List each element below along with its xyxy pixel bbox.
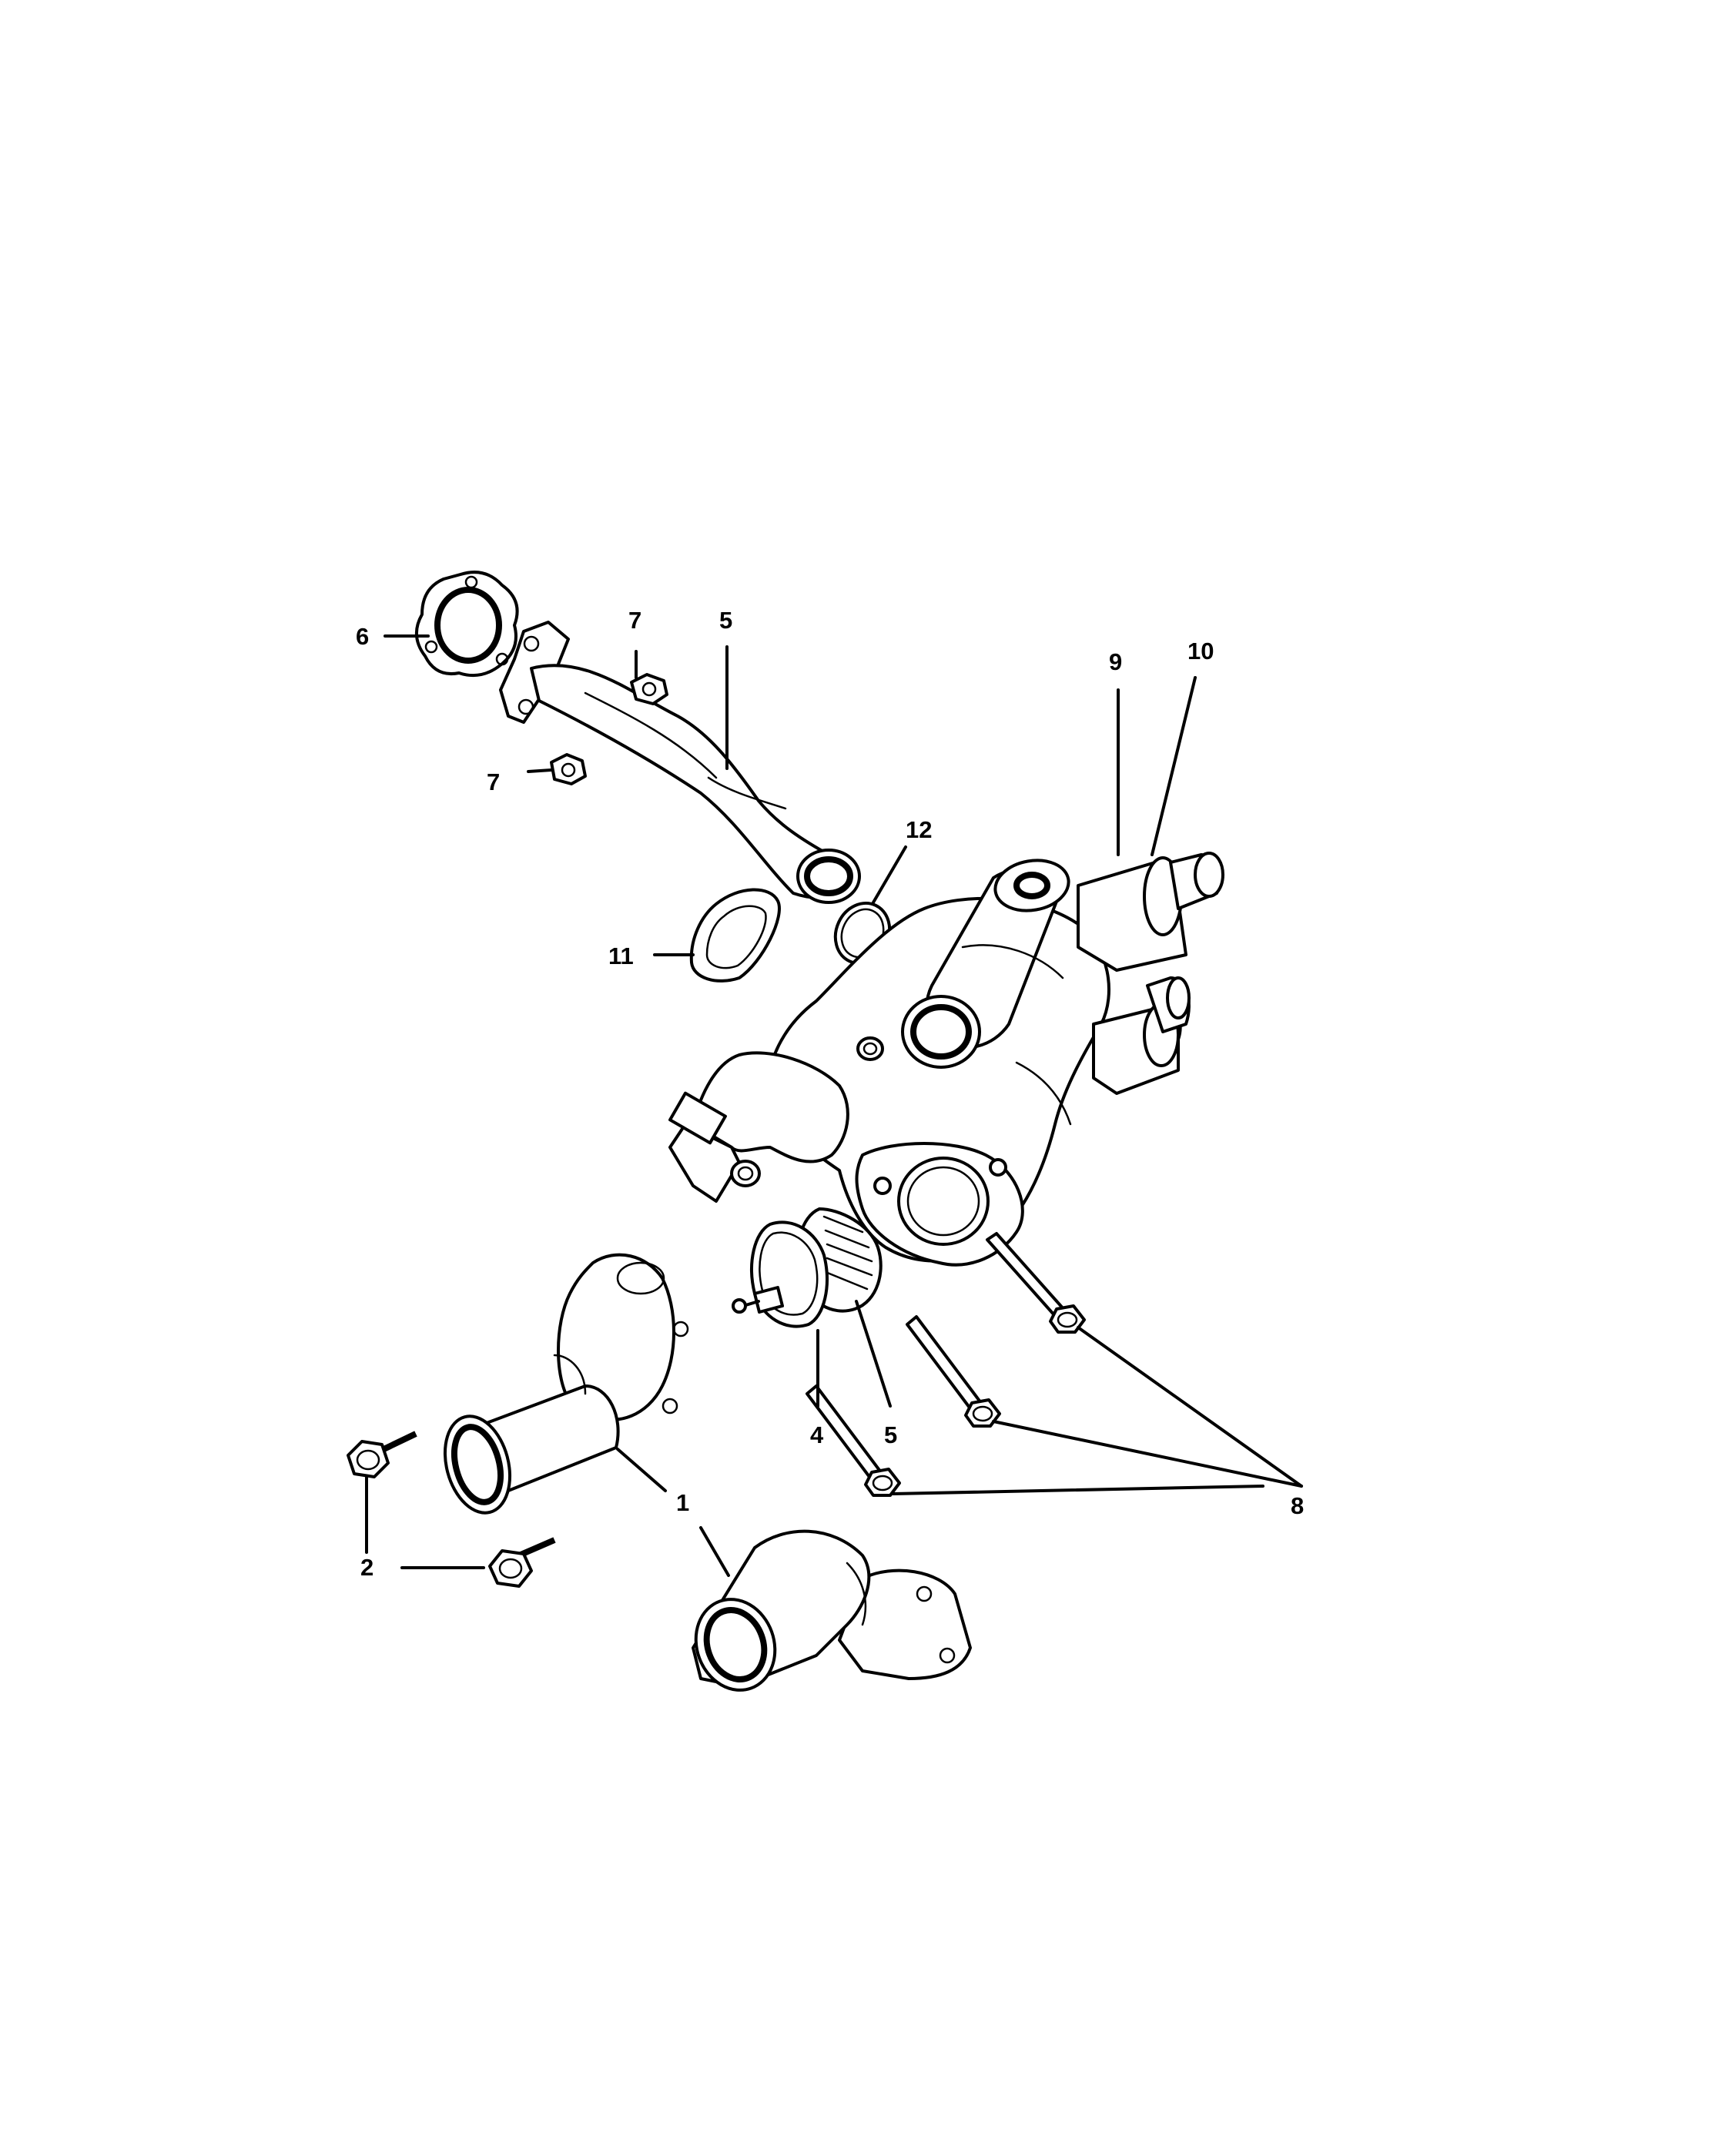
callout-7-upper: 7 xyxy=(628,607,641,634)
leader-1-lower xyxy=(699,1526,730,1577)
leader-lines xyxy=(365,634,1303,1577)
callout-4: 5 xyxy=(884,1421,897,1448)
part-10-bolt-a xyxy=(986,1232,1086,1334)
thermostat-housing xyxy=(668,852,1224,1267)
leader-12 xyxy=(872,845,907,904)
callout-7-lower: 7 xyxy=(487,768,500,795)
callout-2: 2 xyxy=(360,1554,373,1581)
callout-6: 6 xyxy=(356,623,369,650)
callout-10: 8 xyxy=(1291,1492,1304,1519)
leader-10-c xyxy=(892,1485,1264,1495)
leader-1-upper xyxy=(616,1448,667,1492)
callout-8: 9 xyxy=(1109,648,1122,675)
part-5-coolant-tube xyxy=(499,621,861,904)
callout-12: 12 xyxy=(906,816,932,843)
part-7-nut-lower xyxy=(550,753,587,785)
callout-labels: 6 7 5 7 9 10 12 11 4 5 1 2 8 xyxy=(356,607,1304,1581)
part-1-outlet-housing-lower xyxy=(692,1529,972,1692)
callout-5: 5 xyxy=(719,607,732,634)
leader-7-lower xyxy=(527,768,553,773)
part-10-bolt-c xyxy=(806,1384,901,1497)
part-4-thermostat xyxy=(732,1207,883,1328)
part-1-outlet-housing-upper xyxy=(443,1253,689,1515)
leader-9 xyxy=(1151,676,1197,856)
callout-11: 11 xyxy=(608,942,634,969)
part-7-nut-upper xyxy=(630,673,668,705)
part-11-seal xyxy=(689,888,781,983)
part-6-gasket xyxy=(415,571,519,677)
leader-4 xyxy=(855,1300,892,1408)
leader-10-b xyxy=(992,1420,1303,1488)
part-10-bolt-b xyxy=(906,1315,1001,1428)
callout-9: 10 xyxy=(1187,638,1214,665)
part-2-bolt-lower xyxy=(488,1537,556,1588)
callout-1-upper: 1 xyxy=(676,1489,689,1516)
part-2-bolt-upper xyxy=(347,1431,417,1478)
callout-3: 4 xyxy=(810,1421,824,1448)
leader-10-a xyxy=(1077,1326,1303,1488)
